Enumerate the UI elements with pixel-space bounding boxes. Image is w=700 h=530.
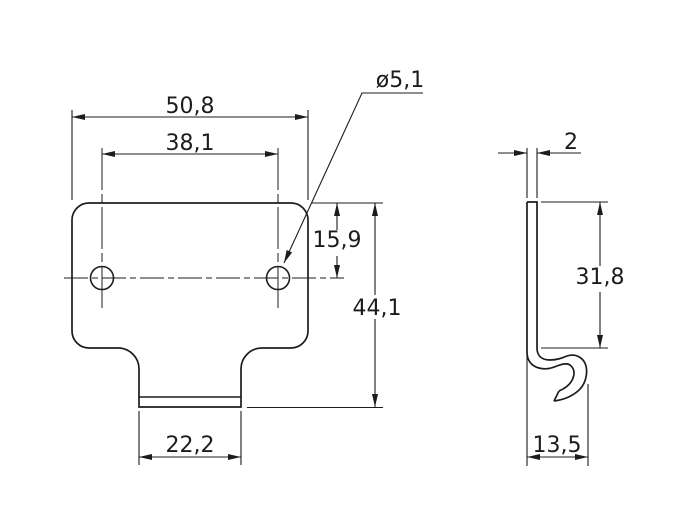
- dim-tab-width-label: 22,2: [166, 433, 215, 458]
- dim-overall-width: 50,8: [71, 94, 309, 200]
- dim-hole-diameter-label: ø5,1: [376, 68, 424, 93]
- dim-hole-offset-label: 15,9: [313, 228, 362, 253]
- arrowhead: [372, 394, 378, 407]
- leader-line: [283, 92, 423, 264]
- dim-hook-depth-label: 13,5: [533, 433, 582, 458]
- dim-flat-height: 31,8: [541, 201, 625, 349]
- arrowhead: [228, 454, 241, 460]
- side-outline-outer: [527, 201, 588, 402]
- side-outline-inner: [526, 202, 575, 392]
- dim-overall-height-label: 44,1: [353, 296, 402, 321]
- arrowhead: [295, 114, 308, 120]
- dim-overall-height: 44,1: [247, 203, 402, 409]
- arrowhead: [372, 203, 378, 216]
- dim-thickness: 2: [498, 130, 581, 198]
- arrowhead: [514, 150, 527, 156]
- dim-hook-depth: 13,5: [526, 356, 589, 466]
- dim-flat-height-label: 31,8: [576, 265, 625, 290]
- dim-hole-spacing-label: 38,1: [166, 131, 215, 156]
- arrowhead: [597, 202, 603, 215]
- arrowhead: [575, 454, 588, 460]
- arrowhead: [527, 454, 540, 460]
- dim-thickness-label: 2: [564, 130, 578, 155]
- dim-overall-width-label: 50,8: [166, 94, 215, 119]
- arrowhead: [265, 151, 278, 157]
- arrowhead: [537, 150, 550, 156]
- front-view: [64, 148, 344, 408]
- dimensions: 50,8 38,1 ø5,1 15,9: [71, 68, 625, 466]
- side-view: [526, 201, 588, 402]
- arrowhead: [139, 454, 152, 460]
- front-outline: [71, 202, 309, 408]
- arrowhead: [102, 151, 115, 157]
- arrowhead: [597, 335, 603, 348]
- hook-tip-cut: [553, 390, 560, 402]
- dim-tab-width: 22,2: [138, 411, 242, 465]
- dim-hole-spacing: 38,1: [102, 131, 278, 157]
- arrowhead: [284, 250, 293, 263]
- arrowhead: [72, 114, 85, 120]
- dim-hole-diameter: ø5,1: [283, 68, 424, 264]
- dim-hole-offset: 15,9: [312, 202, 383, 278]
- arrowhead: [334, 265, 340, 278]
- arrowhead: [334, 203, 340, 216]
